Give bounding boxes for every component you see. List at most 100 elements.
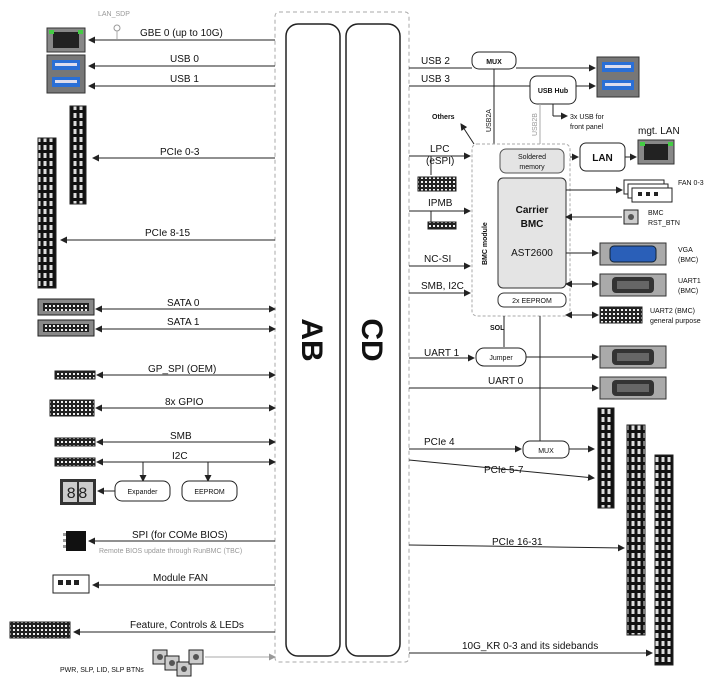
pcie57-line bbox=[408, 459, 595, 481]
uart1-bmc-connector-icon bbox=[599, 273, 667, 297]
smb-header-icon bbox=[54, 437, 96, 447]
soldered-memory-label-1: Soldered bbox=[518, 154, 546, 161]
ab-connector bbox=[285, 23, 341, 657]
bmc-rst-label-2: RST_BTN bbox=[648, 220, 680, 227]
seven-segment-digits: 88 bbox=[66, 485, 89, 503]
pcie-x16-slot-a-icon bbox=[626, 424, 646, 636]
mgt-rj45-icon bbox=[637, 139, 675, 165]
smb-label: SMB bbox=[170, 431, 192, 442]
sata1-label: SATA 1 bbox=[167, 317, 200, 328]
usb2b-label: USB2B bbox=[532, 113, 539, 136]
spi-flash-icon bbox=[63, 531, 86, 551]
i2c-header-icon bbox=[54, 457, 96, 467]
bmc-eeprom-label: 2x EEPROM bbox=[512, 298, 552, 305]
feature-label: Feature, Controls & LEDs bbox=[130, 620, 244, 631]
spi-label: SPI (for COMe BIOS) bbox=[132, 530, 228, 541]
pcie03-label: PCIe 0-3 bbox=[160, 147, 200, 158]
feature-header-icon bbox=[9, 621, 71, 639]
pcie-x16-slot-b-icon bbox=[654, 454, 674, 666]
bmc-rst-label-1: BMC bbox=[648, 210, 664, 217]
jumper-label: Jumper bbox=[489, 355, 513, 362]
seven-segment-display-icon: 88 bbox=[60, 479, 96, 505]
vga-label-2: (BMC) bbox=[678, 257, 698, 264]
carrier-bmc-label-1: Carrier bbox=[516, 205, 549, 216]
mux-usb-label: MUX bbox=[486, 59, 502, 66]
sata0-label: SATA 0 bbox=[167, 298, 200, 309]
lpc-label: LPC bbox=[430, 144, 449, 155]
ast2600-label: AST2600 bbox=[511, 248, 553, 259]
smb-i2c-label: SMB, I2C bbox=[421, 281, 464, 292]
gpio-header-icon bbox=[49, 399, 95, 417]
uart1-bmc-label-1: UART1 bbox=[678, 278, 701, 285]
uart0-label: UART 0 bbox=[488, 376, 524, 387]
bmc-module-label: BMC module bbox=[482, 222, 489, 265]
kr-label: 10G_KR 0-3 and its sidebands bbox=[462, 641, 598, 652]
pwr-buttons-label: PWR, SLP, LID, SLP BTNs bbox=[60, 667, 144, 674]
bmc-eeprom-box bbox=[497, 292, 567, 308]
ncsi-label: NC-SI bbox=[424, 254, 451, 265]
usb2a-label: USB2A bbox=[486, 109, 493, 132]
usb2-label: USB 2 bbox=[421, 56, 450, 67]
pcie1631-label: PCIe 16-31 bbox=[492, 537, 543, 548]
fan-header-icon bbox=[52, 574, 90, 594]
gpio-label: 8x GPIO bbox=[165, 397, 204, 408]
uart1-label: UART 1 bbox=[424, 348, 460, 359]
pcie815-label: PCIe 8-15 bbox=[145, 228, 190, 239]
bmc-fan-headers-icon bbox=[623, 179, 673, 203]
sol-label: SOL bbox=[490, 325, 505, 332]
usb-stack-icon bbox=[46, 54, 86, 94]
rj45-icon bbox=[46, 27, 86, 53]
lan-label: LAN bbox=[592, 153, 613, 164]
module-fan-label: Module FAN bbox=[153, 573, 208, 584]
usb1-label: USB 1 bbox=[170, 74, 199, 85]
vga-label-1: VGA bbox=[678, 247, 693, 254]
lan-sdp-label: LAN_SDP bbox=[98, 11, 130, 18]
bmc-module-outline bbox=[471, 143, 571, 317]
gpspi-label: GP_SPI (OEM) bbox=[148, 364, 216, 375]
pcie-x8-slot-icon bbox=[37, 137, 57, 289]
sata1-connector-icon bbox=[37, 319, 95, 337]
soldered-memory-box bbox=[499, 148, 565, 174]
sata0-connector-icon bbox=[37, 298, 95, 316]
spi-note: Remote BIOS update through RunBMC (TBC) bbox=[99, 548, 242, 555]
usb3-label: USB 3 bbox=[421, 74, 450, 85]
expander-label: Expander bbox=[128, 489, 159, 496]
others-arrow bbox=[460, 123, 475, 145]
lan-sdp-pad bbox=[113, 24, 121, 32]
serial-port-1-icon bbox=[599, 345, 667, 369]
gbe0-label: GBE 0 (up to 10G) bbox=[140, 28, 223, 39]
usb-hub-label: USB Hub bbox=[538, 88, 568, 95]
ipmb-label: IPMB bbox=[428, 198, 453, 209]
pwr-buttons-icon bbox=[152, 649, 204, 677]
ipmb-header-icon bbox=[427, 221, 457, 230]
serial-port-0-icon bbox=[599, 376, 667, 400]
bmc-fan-label: FAN 0-3 bbox=[678, 180, 704, 187]
cd-label: CD bbox=[355, 318, 388, 361]
eeprom-box bbox=[181, 480, 238, 502]
front-usb-label-2: front panel bbox=[570, 124, 604, 131]
others-label: Others bbox=[432, 114, 455, 121]
usb0-label: USB 0 bbox=[170, 54, 199, 65]
uart2-header-icon bbox=[599, 306, 643, 324]
uart2-bmc-label-2: general purpose bbox=[650, 318, 701, 325]
vga-connector-icon bbox=[599, 242, 667, 266]
pcie4-label: PCIe 4 bbox=[424, 437, 455, 448]
ab-label: AB bbox=[295, 318, 328, 361]
cd-connector bbox=[345, 23, 401, 657]
lpc-header-icon bbox=[417, 176, 457, 192]
eeprom-label: EEPROM bbox=[194, 489, 225, 496]
front-usb-label-1: 3x USB for bbox=[570, 114, 605, 121]
soldered-memory-label-2: memory bbox=[519, 164, 545, 171]
carrier-bmc-box bbox=[497, 177, 567, 289]
com-module-outline bbox=[274, 11, 410, 663]
pcie1631-line bbox=[408, 544, 625, 552]
bmc-rst-button-icon bbox=[623, 209, 639, 225]
mgt-lan-label: mgt. LAN bbox=[638, 126, 680, 137]
pcie-x4-slot-icon bbox=[69, 105, 87, 205]
carrier-bmc-label-2: BMC bbox=[521, 219, 544, 230]
gpspi-header-icon bbox=[54, 370, 96, 380]
mux-pcie-label: MUX bbox=[538, 448, 554, 455]
pcie-x8-cd-slot-icon bbox=[597, 407, 615, 509]
pcie57-label: PCIe 5-7 bbox=[484, 465, 524, 476]
uart1-bmc-label-2: (BMC) bbox=[678, 288, 698, 295]
